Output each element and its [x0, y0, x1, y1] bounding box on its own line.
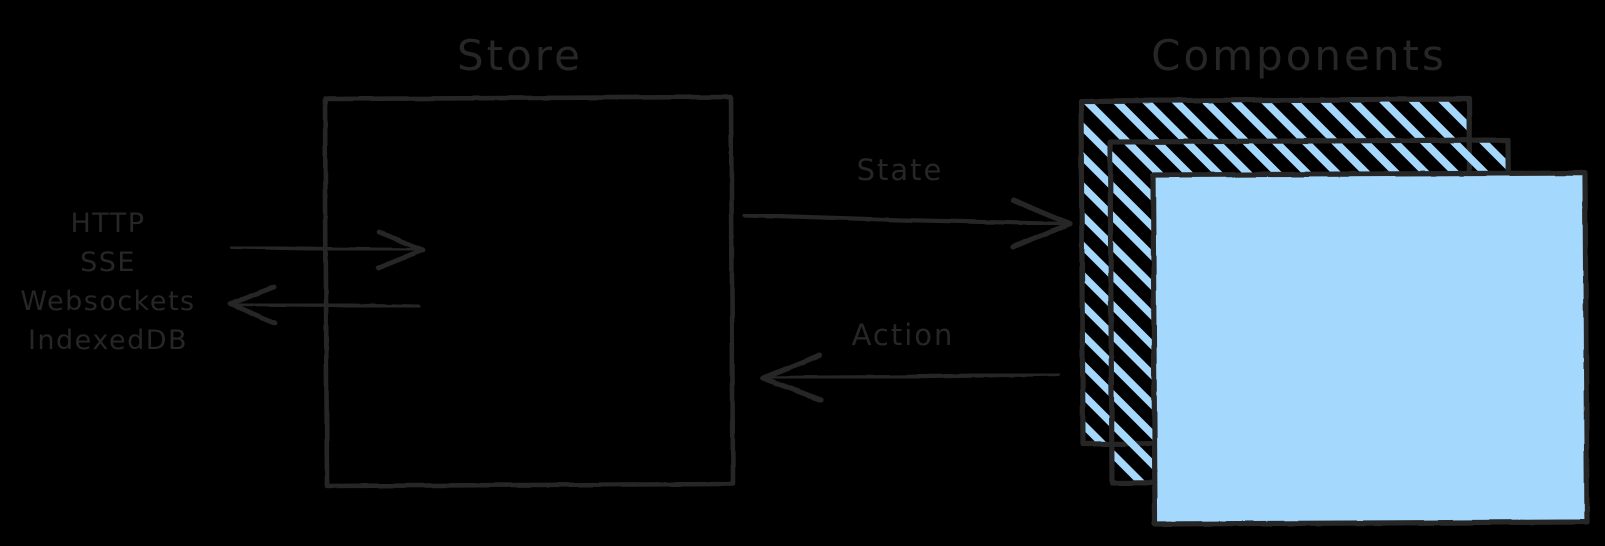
source-label-http: HTTP: [70, 208, 145, 239]
components-title: Components: [1151, 31, 1447, 80]
inbound-arrow-head: [375, 229, 426, 271]
inbound-arrow-shaft: [230, 245, 423, 252]
inbound-arrow[interactable]: [230, 229, 426, 271]
action-arrow[interactable]: [760, 352, 1061, 403]
source-label-sse: SSE: [80, 247, 136, 278]
components-card-front[interactable]: [1150, 170, 1590, 527]
action-arrow-shaft: [763, 371, 1061, 381]
outbound-arrow[interactable]: [227, 284, 420, 326]
store-title: Store: [457, 31, 583, 80]
state-arrow[interactable]: [742, 197, 1073, 250]
outbound-arrow-head: [227, 284, 278, 326]
source-label-indexeddb: IndexedDB: [28, 325, 188, 356]
source-label-websockets: Websockets: [20, 286, 195, 317]
state-arrow-head: [1009, 197, 1073, 250]
action-arrow-head: [760, 352, 824, 403]
store-rectangle[interactable]: [322, 94, 736, 489]
state-arrow-label: State: [857, 153, 944, 187]
outbound-arrow-shaft: [231, 302, 420, 309]
components-card-front-fill: [1155, 173, 1587, 524]
components-card-front-outline: [1150, 170, 1590, 527]
components-node[interactable]: [1075, 93, 1590, 527]
action-arrow-label: Action: [852, 318, 955, 352]
store-node[interactable]: [322, 94, 736, 489]
state-arrow-shaft: [742, 212, 1071, 227]
